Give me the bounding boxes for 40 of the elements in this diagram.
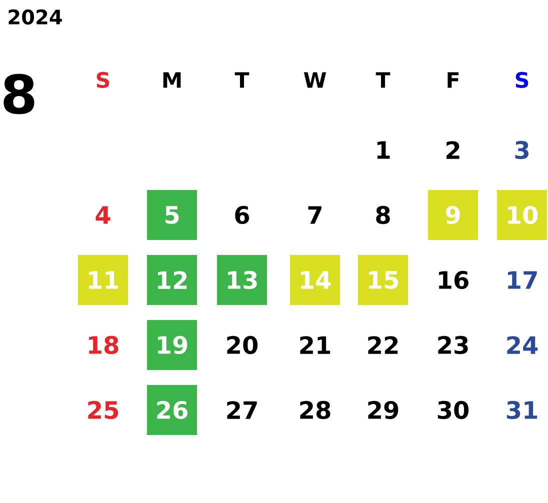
day-number: 16 [439, 270, 468, 290]
day-number: 1 [377, 141, 390, 159]
highlighted-day-cell: 12 [147, 255, 197, 305]
day-number: 28 [300, 400, 330, 420]
day-number: 8 [376, 206, 390, 224]
day-number: 27 [227, 401, 257, 419]
day-number: 2 [446, 141, 460, 159]
day-number: 23 [438, 336, 468, 354]
day-number: 18 [89, 336, 118, 354]
day-number: 3 [515, 140, 528, 160]
day-number: 22 [368, 336, 398, 354]
weekday-header: S [516, 72, 528, 88]
day-number: 17 [508, 271, 537, 289]
weekday-header: F [448, 72, 458, 88]
day-number: 25 [88, 400, 118, 420]
day-number: 7 [308, 206, 322, 224]
highlighted-day-cell: 19 [147, 320, 197, 370]
highlighted-day-cell: 5 [147, 190, 197, 240]
weekday-header: M [163, 72, 181, 88]
highlighted-day-cell: 15 [358, 255, 408, 305]
day-number: 4 [96, 206, 110, 224]
weekday-header: T [376, 72, 390, 88]
weekday-header: W [304, 72, 326, 88]
month-number: 8 [4, 74, 34, 114]
day-number: 6 [235, 206, 250, 224]
highlighted-day-cell: 11 [78, 255, 128, 305]
highlighted-day-cell: 14 [290, 255, 340, 305]
day-number: 30 [438, 400, 469, 420]
day-number: 31 [506, 400, 538, 420]
highlighted-day-cell: 10 [497, 190, 547, 240]
weekday-header: S [96, 72, 110, 88]
highlighted-day-cell: 13 [217, 255, 267, 305]
highlighted-day-cell: 9 [428, 190, 478, 240]
day-number: 20 [227, 336, 258, 354]
day-number: 29 [368, 400, 398, 420]
weekday-header: T [234, 72, 250, 88]
year-label: 2024 [8, 9, 62, 25]
day-number: 21 [300, 336, 330, 354]
day-number: 24 [507, 336, 538, 354]
highlighted-day-cell: 26 [147, 385, 197, 435]
